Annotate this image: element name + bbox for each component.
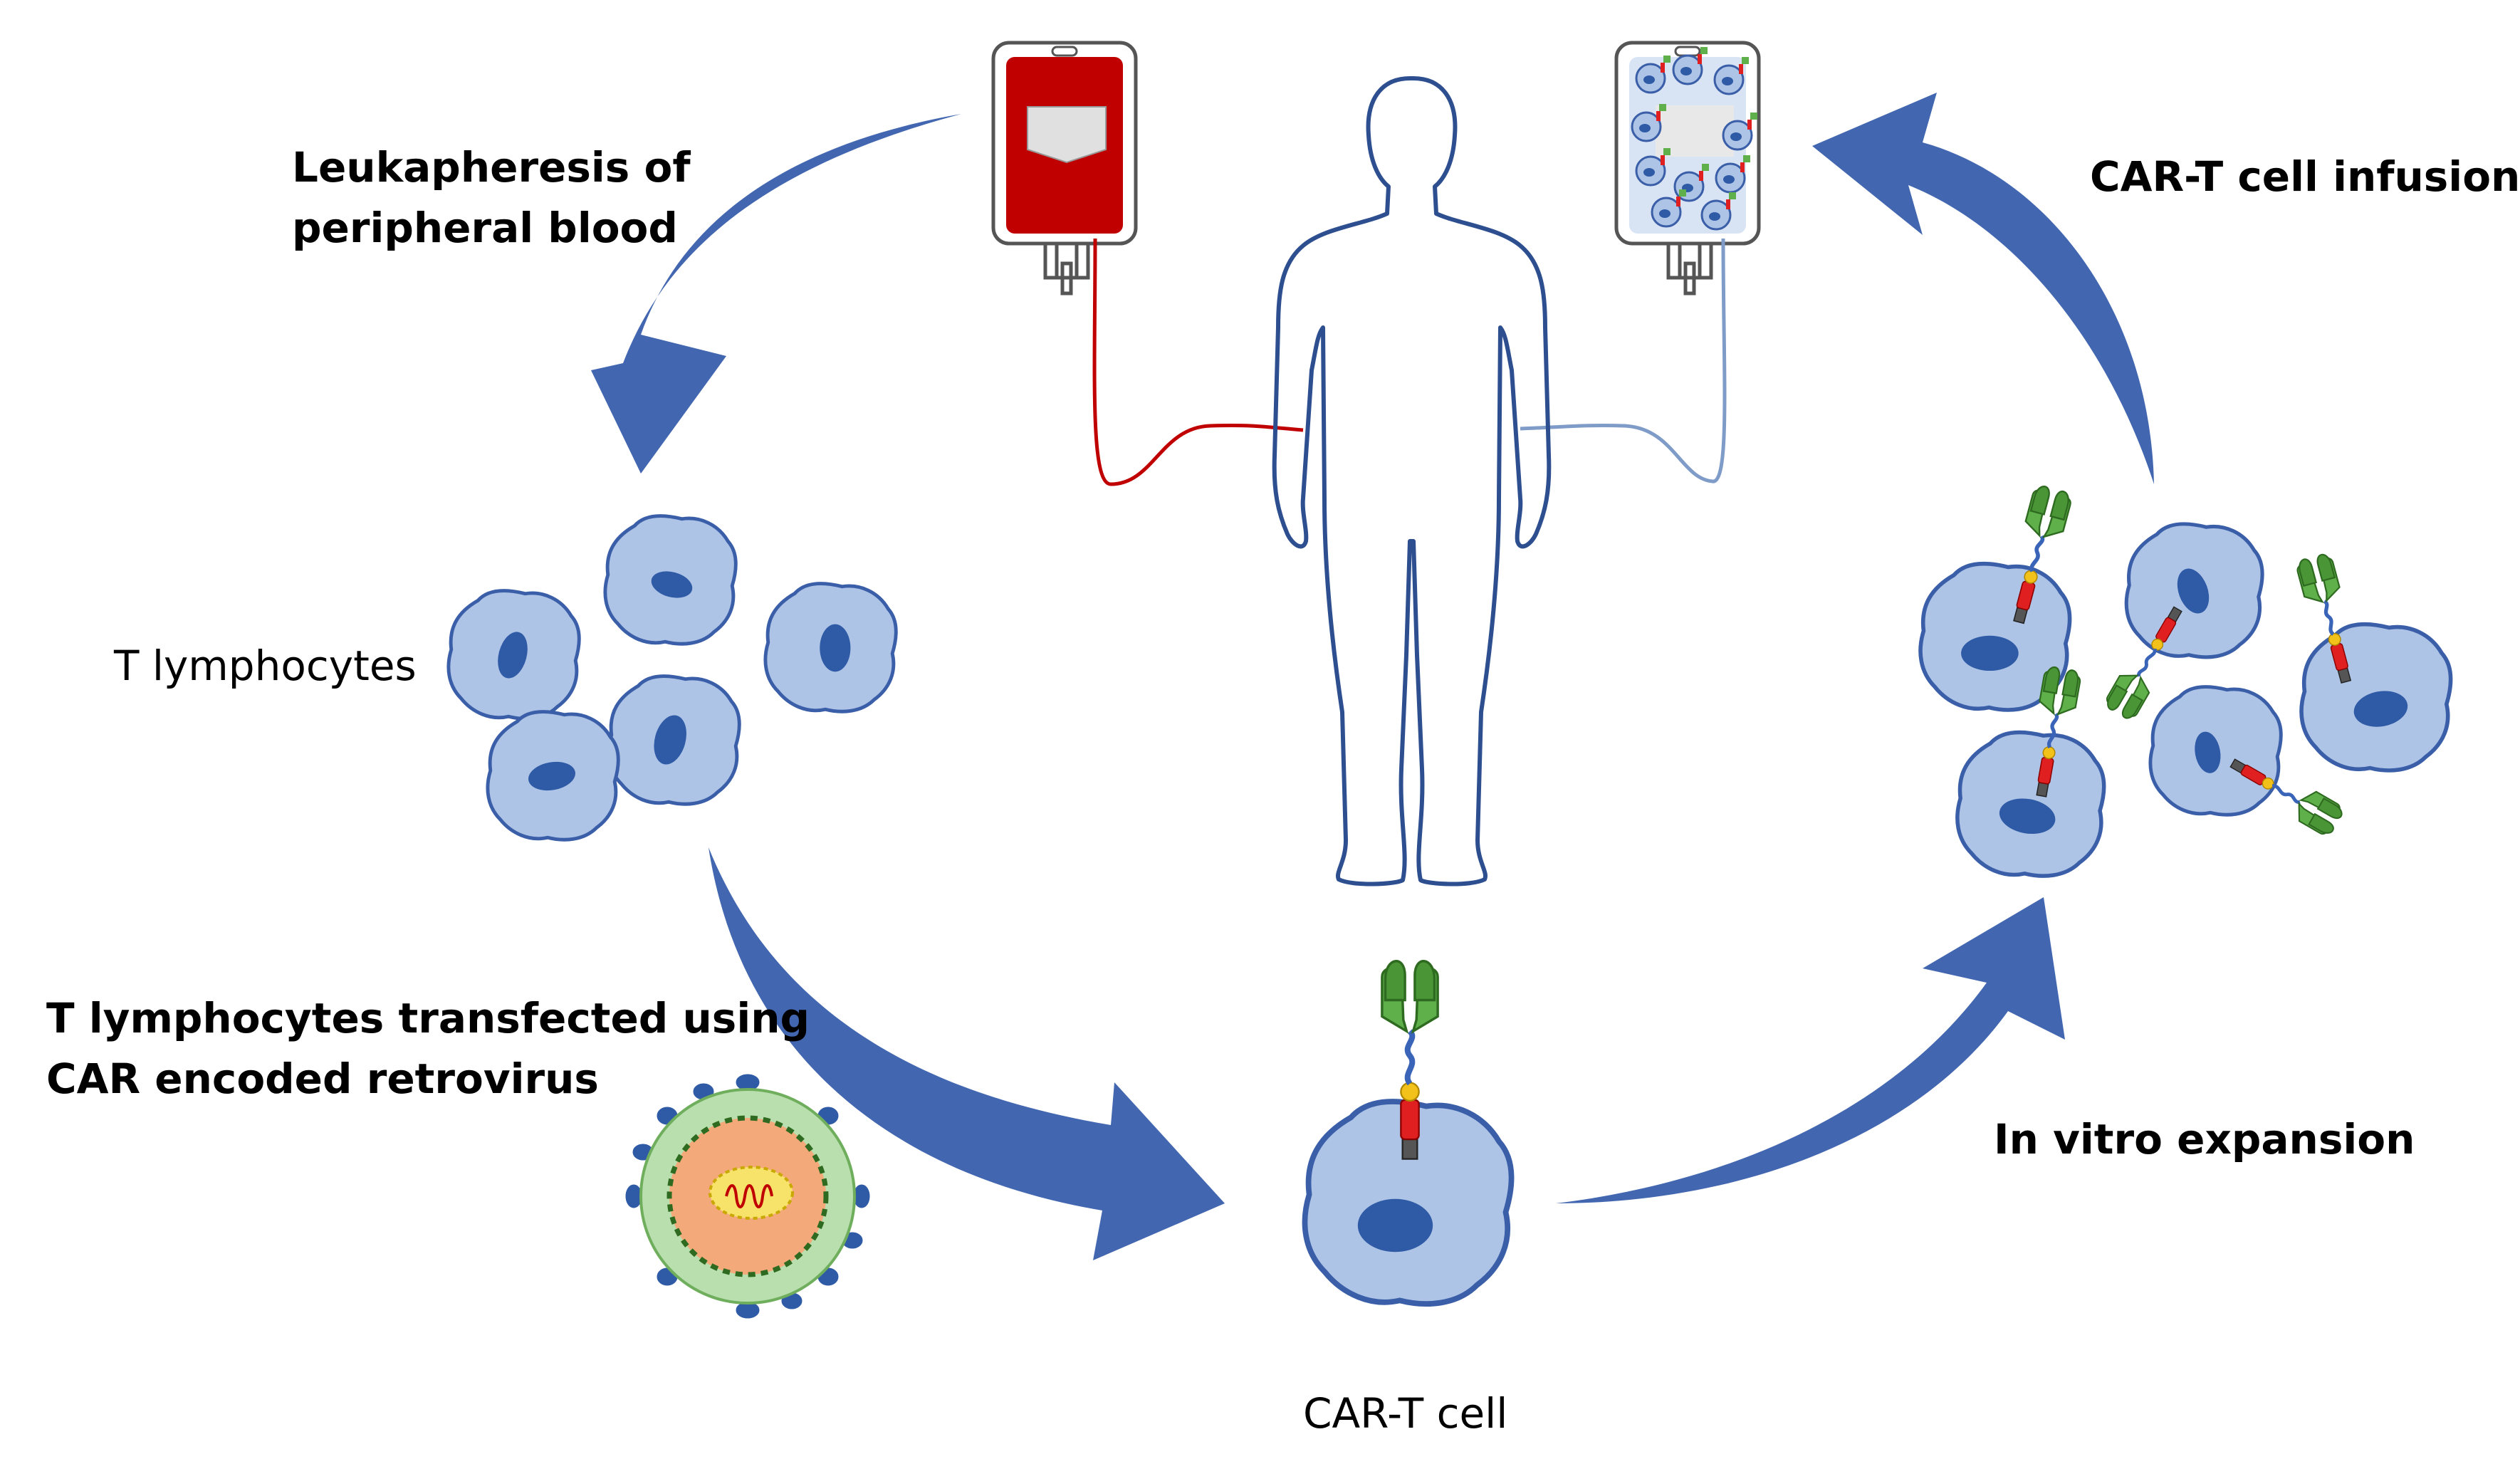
arrow-transfection: [709, 847, 1225, 1260]
label-leukapheresis-line1: Leukapheresis of: [292, 143, 691, 192]
expanded-car-t-cells: [1920, 484, 2451, 876]
t-lymphocytes-cluster: [449, 516, 896, 840]
label-t-lymphocytes: T lymphocytes: [113, 642, 417, 690]
car-t-cell-single: [1305, 961, 1512, 1304]
blood-bag: [991, 41, 1138, 296]
arrow-leukapheresis: [591, 114, 961, 474]
car-retrovirus: [625, 1074, 870, 1319]
label-transfected-line2: CAR encoded retrovirus: [46, 1055, 599, 1103]
blood-line: [1092, 238, 1304, 486]
label-transfected-line1: T lymphocytes transfected using: [46, 994, 810, 1042]
label-car-t-infusion: CAR-T cell infusion: [2090, 152, 2520, 201]
arrow-expansion: [1556, 897, 2065, 1203]
infusion-line: [1520, 238, 1727, 483]
label-car-t-cell: CAR-T cell: [1303, 1389, 1507, 1438]
patient-silhouette: [1272, 76, 1552, 887]
label-in-vitro-expansion: In vitro expansion: [1994, 1115, 2415, 1163]
label-leukapheresis-line2: peripheral blood: [292, 204, 678, 252]
car-t-infusion-bag: [1614, 41, 1761, 296]
arrow-infusion: [1812, 93, 2154, 484]
